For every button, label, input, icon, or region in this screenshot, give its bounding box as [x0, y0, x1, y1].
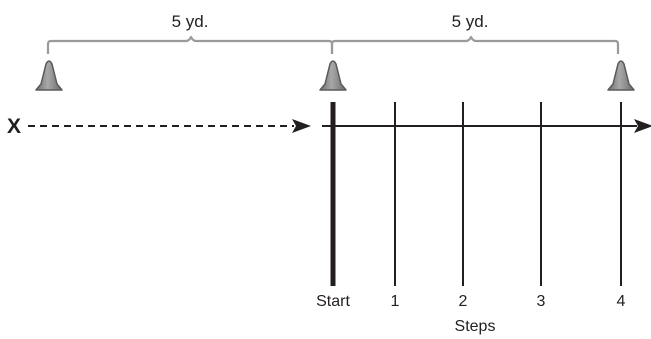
cone-right-icon — [607, 60, 635, 91]
step-label-2: 2 — [459, 293, 468, 310]
distance-label-right: 5 yd. — [452, 12, 489, 31]
step-label-start: Start — [316, 293, 350, 310]
step-label-4: 4 — [617, 293, 626, 310]
distance-bracket-left — [46, 35, 334, 54]
approach-arrowhead-icon — [292, 119, 311, 133]
cone-left-icon — [35, 60, 63, 91]
distance-bracket-right — [330, 35, 620, 54]
runner-label: X — [7, 115, 21, 138]
cone-middle-icon — [319, 60, 347, 91]
step-label-3: 3 — [537, 293, 546, 310]
step-label-1: 1 — [391, 293, 400, 310]
steps-axis-title: Steps — [455, 318, 496, 335]
distance-label-left: 5 yd. — [172, 12, 209, 31]
sprint-arrowhead-icon — [634, 119, 651, 133]
